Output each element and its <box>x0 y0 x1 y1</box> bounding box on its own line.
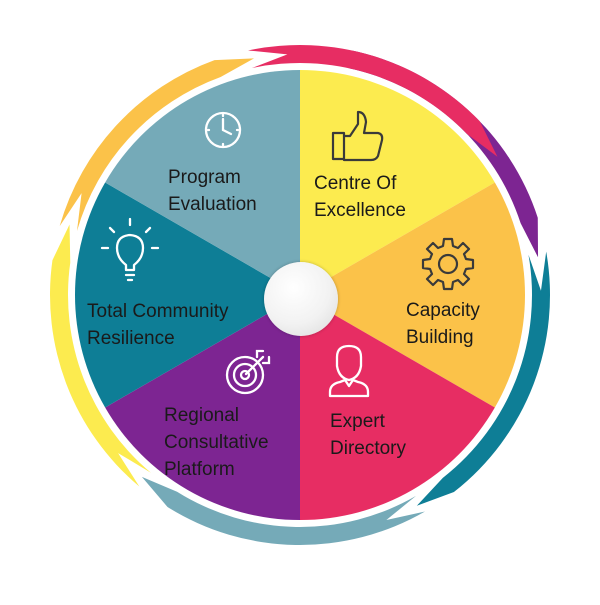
segment-regional-consultative-platform <box>105 295 300 520</box>
clock-icon <box>204 111 242 149</box>
ring-arrow-left <box>59 58 255 232</box>
gear-icon <box>421 237 475 291</box>
thumbs-up-icon <box>331 110 384 162</box>
ring-arrow-bottom-left <box>49 224 151 487</box>
ring-arrow-right <box>416 251 551 506</box>
segment-label-expert-directory: Expert Directory <box>330 411 407 459</box>
segment-total-community-resilience <box>75 182 300 408</box>
outer-arrow-ring <box>49 45 551 546</box>
segment-icons <box>100 110 475 398</box>
segment-label-total-community-resilience: Total Community Resilience <box>87 301 229 349</box>
segment-capacity-building <box>300 182 525 408</box>
ring-arrow-bottom-right <box>141 476 425 546</box>
segment-label-centre-of-excellence: Centre Of Excellence <box>314 173 406 221</box>
center-hub <box>264 262 338 336</box>
user-icon <box>328 344 370 398</box>
segment-label-capacity-building: Capacity Building <box>406 300 480 348</box>
lightbulb-icon <box>100 217 160 282</box>
segment-expert-directory <box>300 295 495 520</box>
segment-label-program-evaluation: Program Evaluation <box>168 167 257 215</box>
segment-wheel <box>75 70 525 520</box>
target-icon <box>225 349 271 395</box>
ring-arrow-top-left <box>248 45 498 157</box>
segment-centre-of-excellence <box>300 70 495 295</box>
segment-program-evaluation <box>105 70 300 295</box>
segment-label-regional-consultative-platform: Regional Consultative Platform <box>164 405 269 480</box>
